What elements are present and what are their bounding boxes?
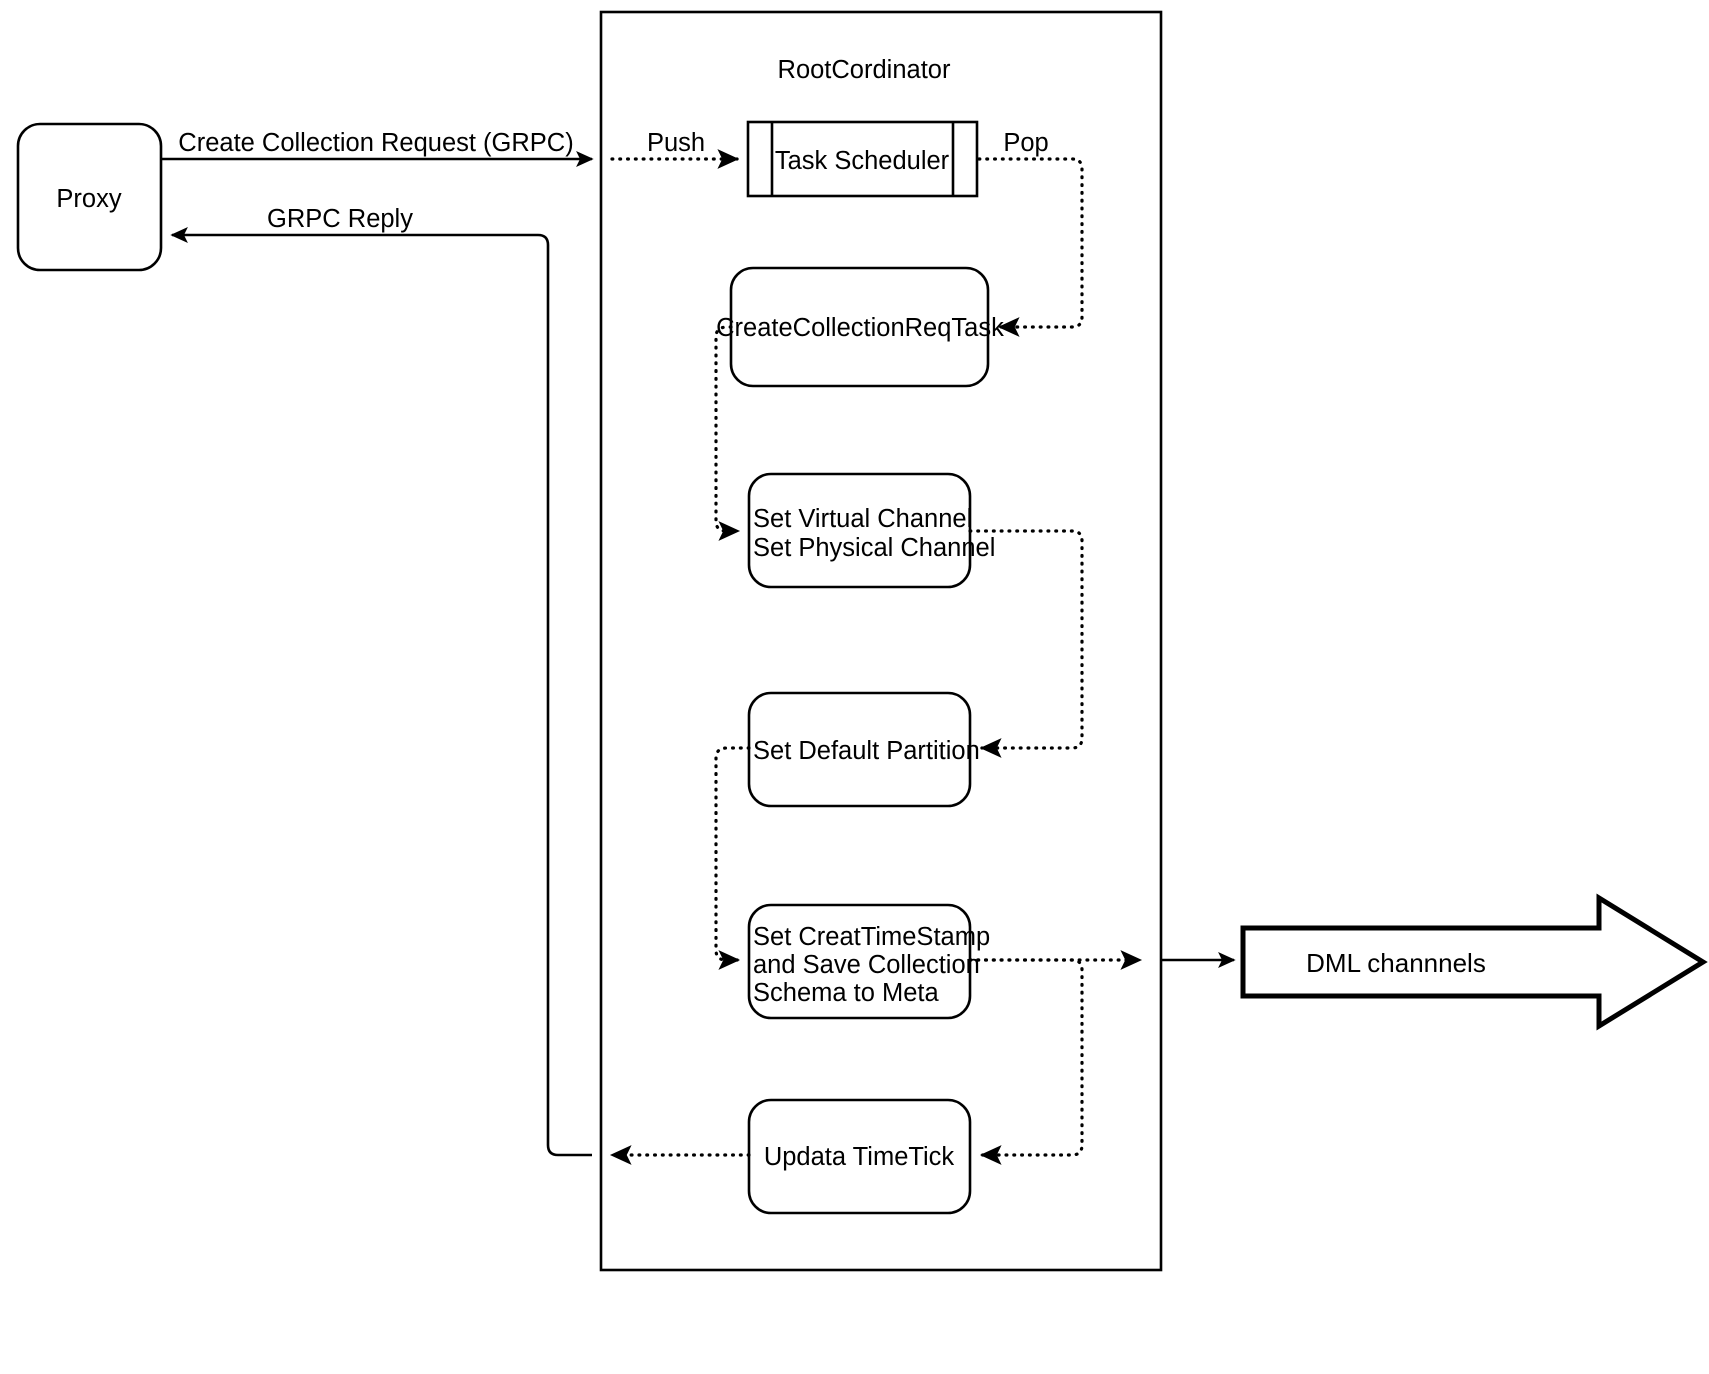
edge-push-label: Push: [647, 129, 705, 157]
edge-default-partition-to-timestamp: [714, 746, 751, 970]
task-scheduler-node[interactable]: [746, 120, 979, 198]
update-timetick-label: Updata TimeTick: [764, 1143, 955, 1171]
edge-timestamp-to-timetick: [968, 958, 1084, 1165]
edge-set-channel-to-default-partition: [968, 529, 1084, 758]
dml-channels-arrow[interactable]: [1240, 893, 1708, 1031]
set-timestamp-save-label-line3: Schema to Meta: [753, 979, 939, 1007]
set-default-partition-label: Set Default Partition: [753, 737, 980, 765]
rootcordinator-container: [599, 10, 1163, 1272]
set-timestamp-save-label-line2: and Save Collection: [753, 951, 980, 979]
create-collection-req-task-label: CreateCollectionReqTask: [716, 314, 1004, 342]
task-scheduler-label: Task Scheduler: [775, 147, 950, 175]
edge-grpc-reply: [170, 226, 592, 1157]
edge-task-to-set-channel: [714, 325, 741, 541]
proxy-label: Proxy: [56, 185, 121, 213]
set-channel-label-line1: Set Virtual Channel: [753, 505, 972, 533]
edge-pop-label: Pop: [1003, 129, 1048, 157]
proxy-node[interactable]: [16, 122, 163, 272]
set-channel-label-line2: Set Physical Channel: [753, 534, 995, 562]
set-timestamp-save-label-line1: Set CreatTimeStamp: [753, 923, 990, 951]
dml-channels-label: DML channnels: [1306, 948, 1486, 978]
edge-grpc-reply-label: GRPC Reply: [267, 205, 413, 233]
edge-create-collection-request-label: Create Collection Request (GRPC): [178, 129, 573, 157]
rootcordinator-title: RootCordinator: [778, 56, 951, 84]
